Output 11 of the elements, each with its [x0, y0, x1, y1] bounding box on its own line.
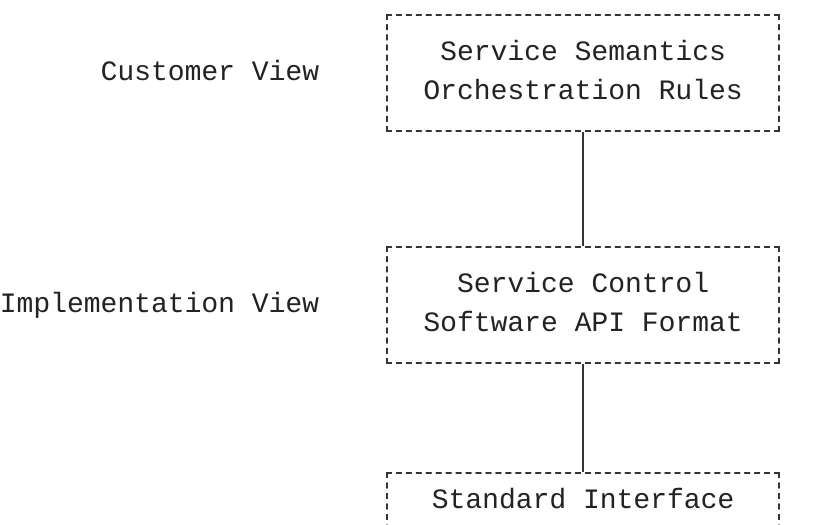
view-label: Implementation View: [0, 289, 319, 323]
process-box: [386, 14, 780, 132]
box-text: Software API Format: [423, 308, 743, 342]
process-box: [386, 246, 780, 364]
box-text: Orchestration Rules: [423, 76, 743, 110]
box-text: Service Control: [456, 269, 710, 303]
view-label: Customer View: [100, 57, 319, 91]
box-text: Service Semantics: [440, 37, 726, 71]
box-text: Standard Interface: [432, 485, 734, 519]
connector-line: [582, 364, 584, 472]
connector-line: [582, 132, 584, 246]
